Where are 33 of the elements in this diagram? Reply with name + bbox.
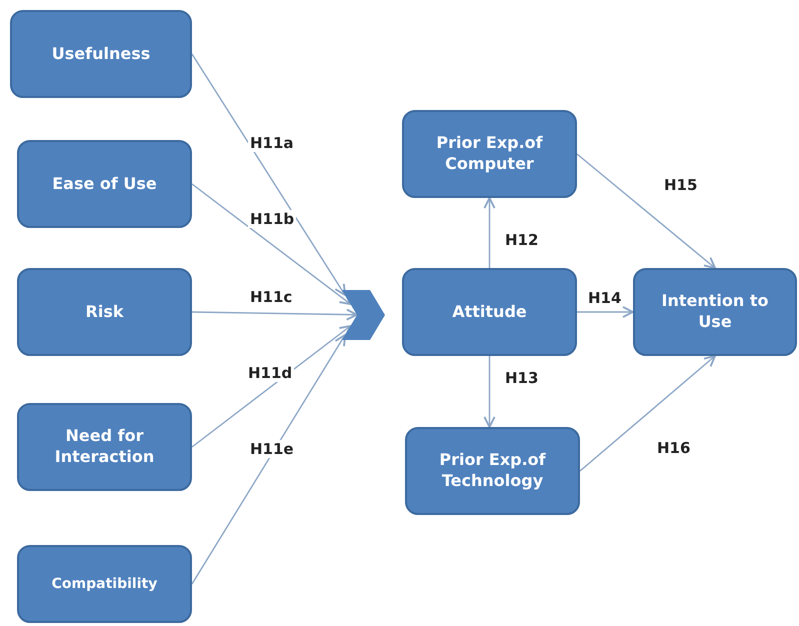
process-box [402,268,577,356]
arrow [580,355,716,472]
edge-label: H14 [586,289,624,307]
edge-label: H11e [248,440,296,458]
process-box [17,403,192,491]
arrow [192,308,358,321]
box-label: Attitude [452,302,527,322]
box-label: Risk [86,302,124,322]
box-label: Ease of Use [52,174,157,194]
process-box [633,268,797,356]
process-box [17,140,192,228]
arrow [192,325,352,448]
box-label: Need for Interaction [54,426,156,468]
arrow [191,334,346,584]
edge-label: H11b [248,210,296,228]
arrow [576,153,716,269]
arrow [577,306,634,318]
arrow [484,197,496,268]
process-box [405,427,580,515]
edge-label: H11d [246,364,294,382]
process-box [10,10,192,98]
arrow [484,356,496,428]
box-label: Usefulness [52,44,150,64]
process-box [402,110,577,198]
process-box [17,268,192,356]
box-label: Prior Exp.of Computer [435,133,544,175]
box-label: Prior Exp.of Technology [438,450,547,492]
box-label: Intention to Use [660,291,770,333]
process-box [17,545,192,623]
arrow [191,54,346,296]
arrow [192,183,352,306]
chevron-shape [342,290,385,340]
box-label: Compatibility [52,574,158,594]
